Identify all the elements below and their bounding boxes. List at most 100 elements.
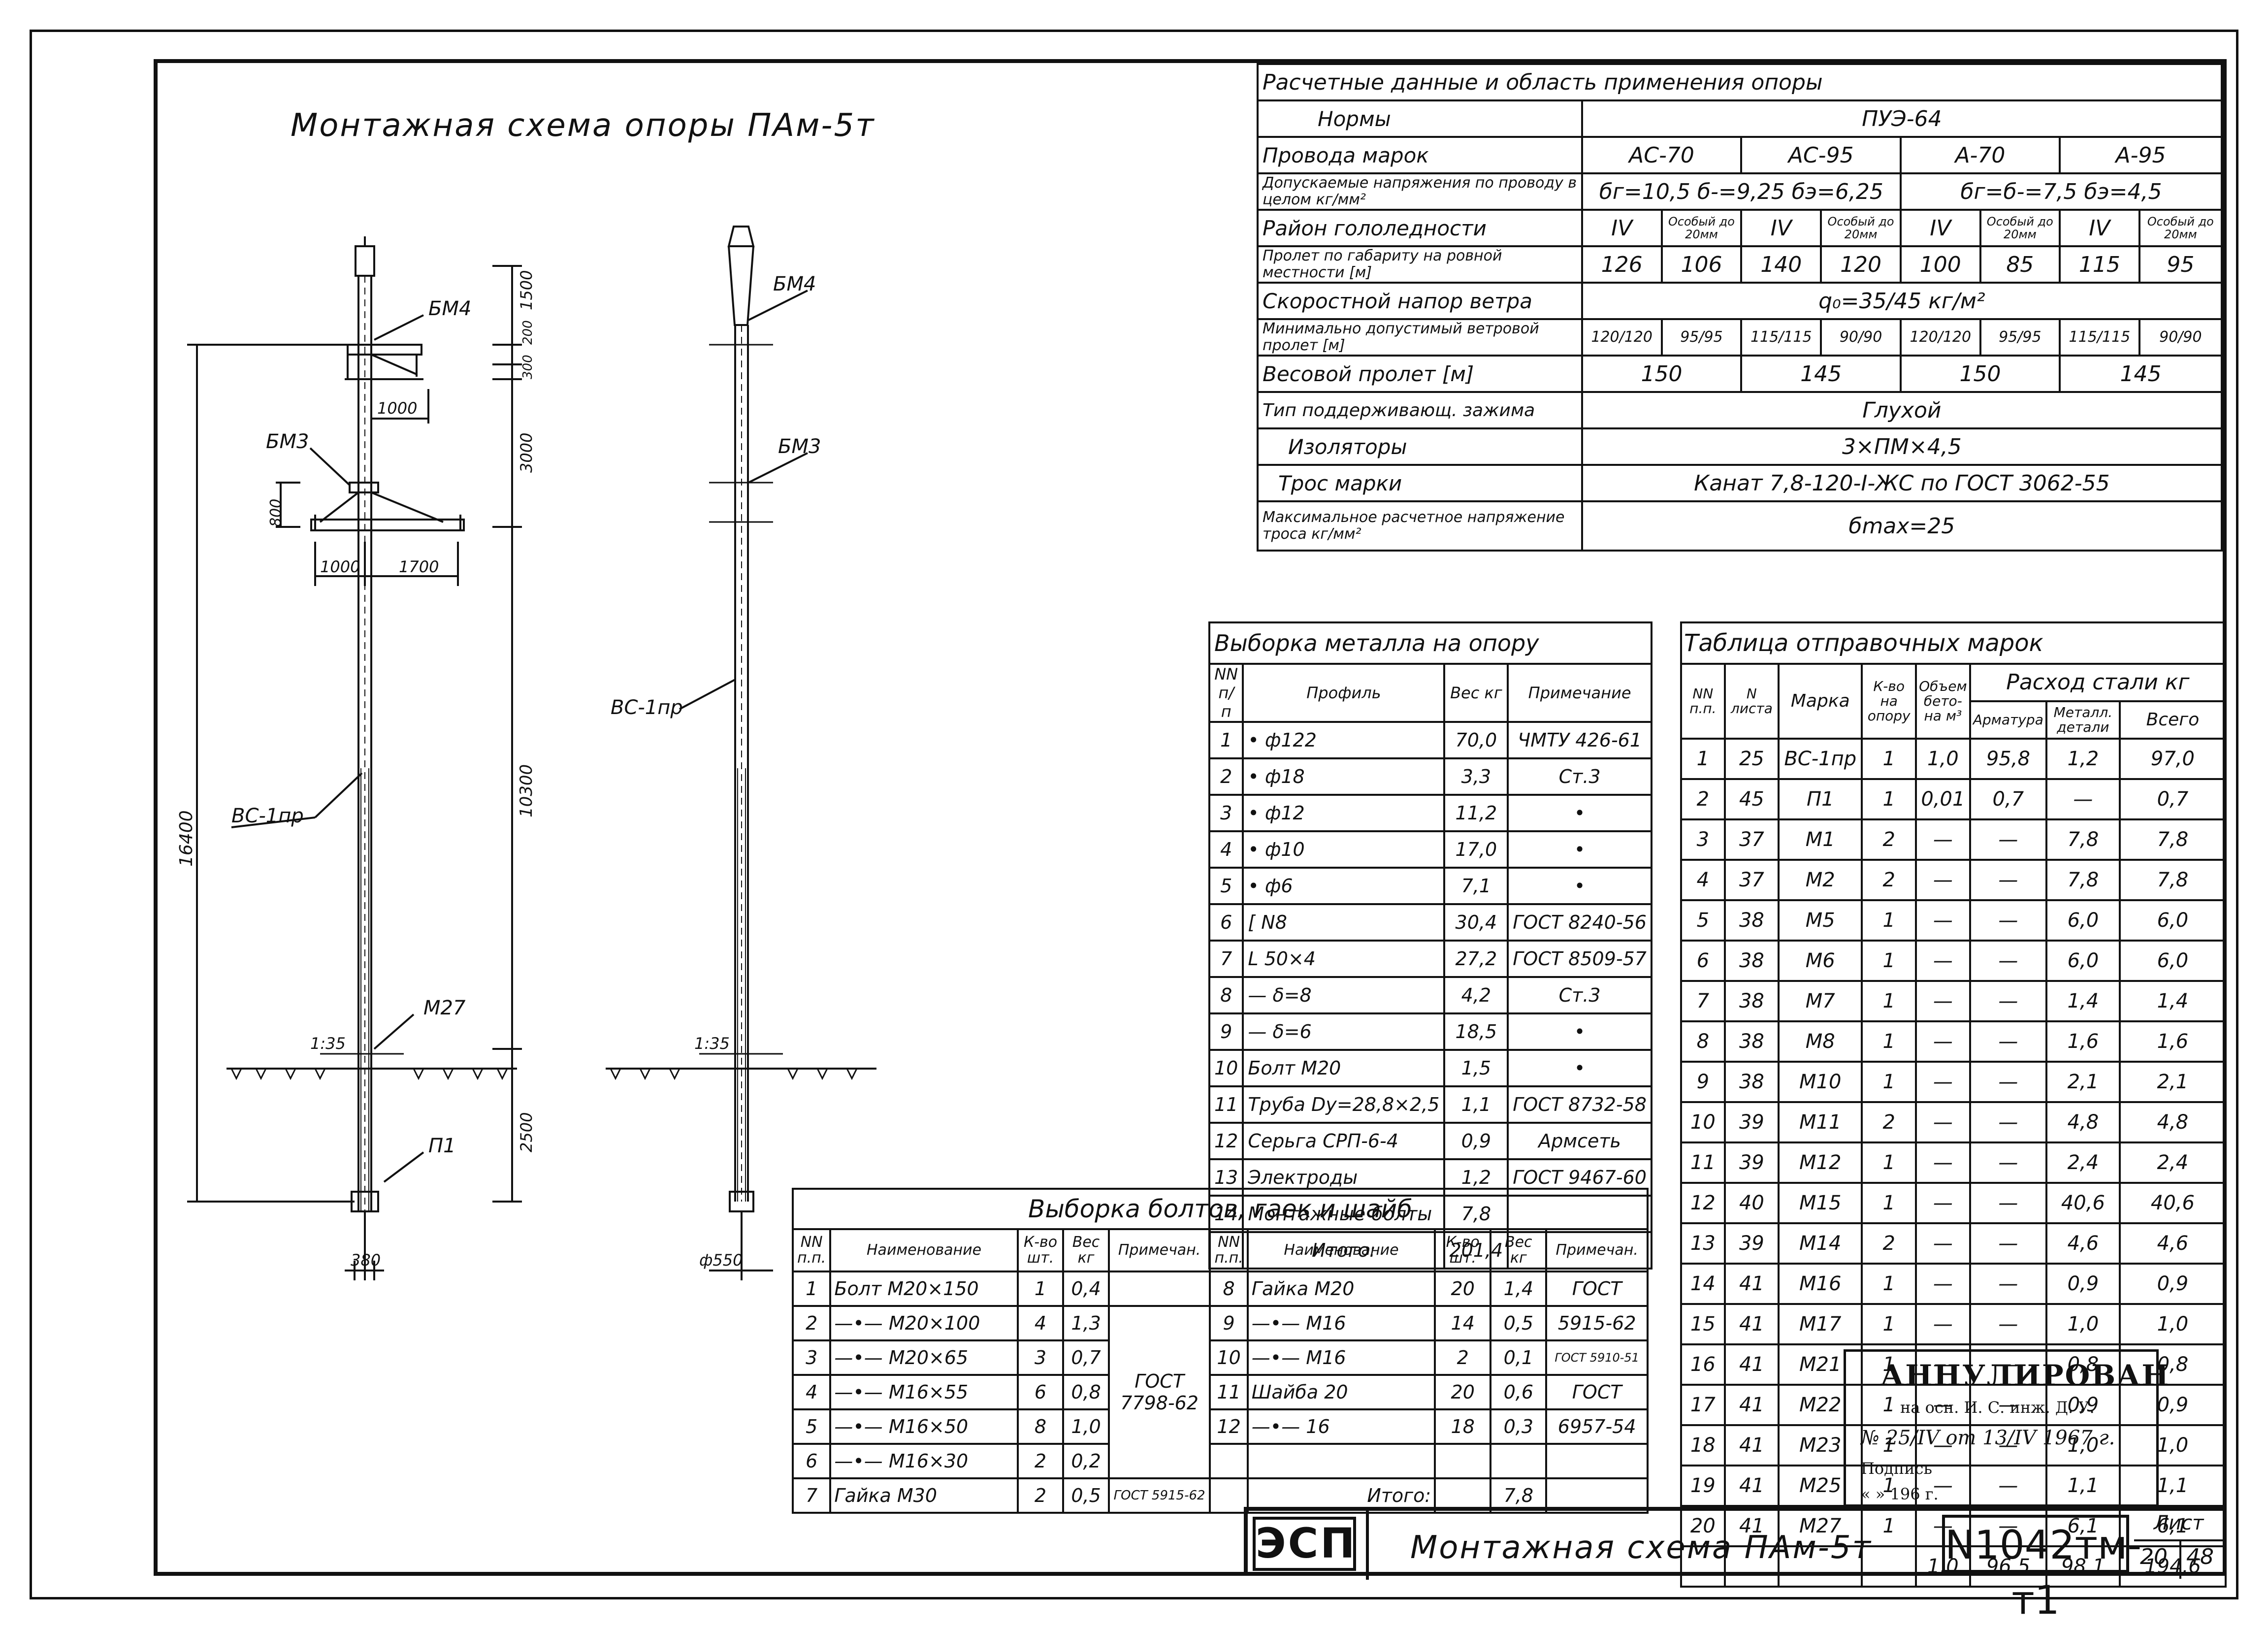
weight-cell: 150	[1581, 355, 1743, 393]
marks-cell: 7,8	[2045, 859, 2121, 901]
metal-header: Примечание	[1507, 663, 1652, 723]
marks-cell: 1	[1861, 940, 1917, 982]
metal-header: Профиль	[1242, 663, 1446, 723]
wire-ac95: АС-95	[1740, 136, 1902, 174]
metal-cell: 6	[1208, 903, 1244, 942]
marks-cell: 3	[1680, 818, 1726, 861]
stamp-basis: на осн. И. С. инж. Д. У.	[1900, 1398, 2095, 1417]
ice-cell: Особый до 20мм	[2138, 209, 2223, 247]
marks-cell: —	[1969, 1061, 2047, 1103]
marks-cell: М23	[1778, 1424, 1863, 1466]
dim-550: ф550	[699, 1251, 743, 1270]
marks-cell: 97,0	[2118, 738, 2227, 780]
annulled-stamp: АННУЛИРОВАН на осн. И. С. инж. Д. У. № 2…	[1844, 1349, 2169, 1507]
marks-cell: 45	[1723, 778, 1780, 820]
marks-cell: 1	[1861, 1424, 1917, 1466]
outer-frame	[30, 30, 2238, 1599]
marks-cell: 25	[1723, 738, 1780, 780]
bolts-cell: 0,3	[1490, 1408, 1548, 1445]
span-cell: 140	[1740, 245, 1822, 284]
bolts-cell: 1,3	[1062, 1305, 1110, 1341]
bolts-cell: 6	[791, 1443, 832, 1479]
marks-cell: М1	[1778, 818, 1863, 861]
bolts-cell: 5915-62	[1545, 1305, 1649, 1341]
metal-cell: 4	[1208, 830, 1244, 869]
marks-cell: М17	[1778, 1303, 1863, 1345]
weight-cell: 145	[1740, 355, 1902, 393]
metal-cell: 3	[1208, 794, 1244, 832]
span-cell: 106	[1660, 245, 1743, 284]
bolts-cell: 3	[1016, 1339, 1065, 1376]
marks-cell: 16	[1680, 1343, 1726, 1386]
marks-cell: 1	[1861, 778, 1917, 820]
bolts-cell: ГОСТ	[1545, 1271, 1649, 1307]
marks-cell: —	[1914, 1061, 1971, 1103]
bolts-cell: 11	[1209, 1374, 1249, 1410]
marks-total-cell	[1680, 1545, 1726, 1588]
marks-cell: 2,4	[2045, 1141, 2121, 1184]
bolts-header: NN п.п.	[791, 1228, 832, 1272]
label-p1: П1	[428, 1135, 456, 1157]
marks-cell: 40,6	[2045, 1182, 2121, 1224]
marks-cell: М16	[1778, 1263, 1863, 1305]
marks-cell: 1	[1680, 738, 1726, 780]
bolts-cell: 1	[1016, 1271, 1065, 1307]
norms-label: Нормы	[1257, 99, 1583, 138]
metal-cell: [ N8	[1242, 903, 1446, 942]
stress-ac: бг=10,5 б-=9,25 бэ=6,25	[1581, 172, 1902, 211]
marks-cell: 2	[1861, 1222, 1917, 1265]
marks-cell: —	[1914, 1465, 1971, 1507]
metal-cell: 9	[1208, 1012, 1244, 1051]
marks-cell: 1,6	[2118, 1020, 2227, 1063]
marks-cell: 1,6	[2045, 1020, 2121, 1063]
bolts-cell: 8	[1209, 1271, 1249, 1307]
label-m27: М27	[423, 997, 466, 1019]
metal-cell: 7,1	[1443, 867, 1509, 905]
span-cell: 115	[2058, 245, 2140, 284]
marks-cell: М2	[1778, 859, 1863, 901]
marks-cell: 12	[1680, 1182, 1726, 1224]
marks-cell: 1	[1861, 1061, 1917, 1103]
marks-cell: 8	[1680, 1020, 1726, 1063]
marks-cell: —	[1969, 1343, 2047, 1386]
marks-cell: 2	[1861, 818, 1917, 861]
bolts-header: Примечан.	[1107, 1228, 1211, 1272]
marks-cell: —	[1969, 818, 2047, 861]
bolts-cell: Гайка М30	[829, 1477, 1019, 1514]
metal-cell: 1	[1208, 721, 1244, 759]
marks-cell: 41	[1723, 1343, 1780, 1386]
bolts-cell: 9	[1209, 1305, 1249, 1341]
marks-cell: 1	[1861, 1384, 1917, 1426]
marks-cell: —	[1969, 1384, 2047, 1426]
metal-cell: 12	[1208, 1122, 1244, 1160]
metal-cell: •	[1507, 1012, 1652, 1051]
sheet-label: Лист	[2154, 1512, 2204, 1534]
marks-cell: 6,0	[2045, 940, 2121, 982]
bolts-cell: ГОСТ 5910-51	[1545, 1339, 1649, 1376]
metal-cell: — δ=8	[1242, 976, 1446, 1014]
metal-cell: Ст.3	[1507, 976, 1652, 1014]
metal-cell: •	[1507, 794, 1652, 832]
marks-cell: 17	[1680, 1384, 1726, 1426]
bolts-cell: 0,5	[1490, 1305, 1548, 1341]
marks-cell: 0,9	[2045, 1384, 2121, 1426]
marks-cell: М22	[1778, 1384, 1863, 1426]
metal-cell: 11	[1208, 1085, 1244, 1124]
marks-cell: П1	[1778, 778, 1863, 820]
sheet-number: 20	[2140, 1544, 2168, 1569]
metal-cell: • ф10	[1242, 830, 1446, 869]
label-bm4-left: БМ4	[428, 297, 471, 320]
minspan-cell: 95/95	[1660, 318, 1743, 357]
